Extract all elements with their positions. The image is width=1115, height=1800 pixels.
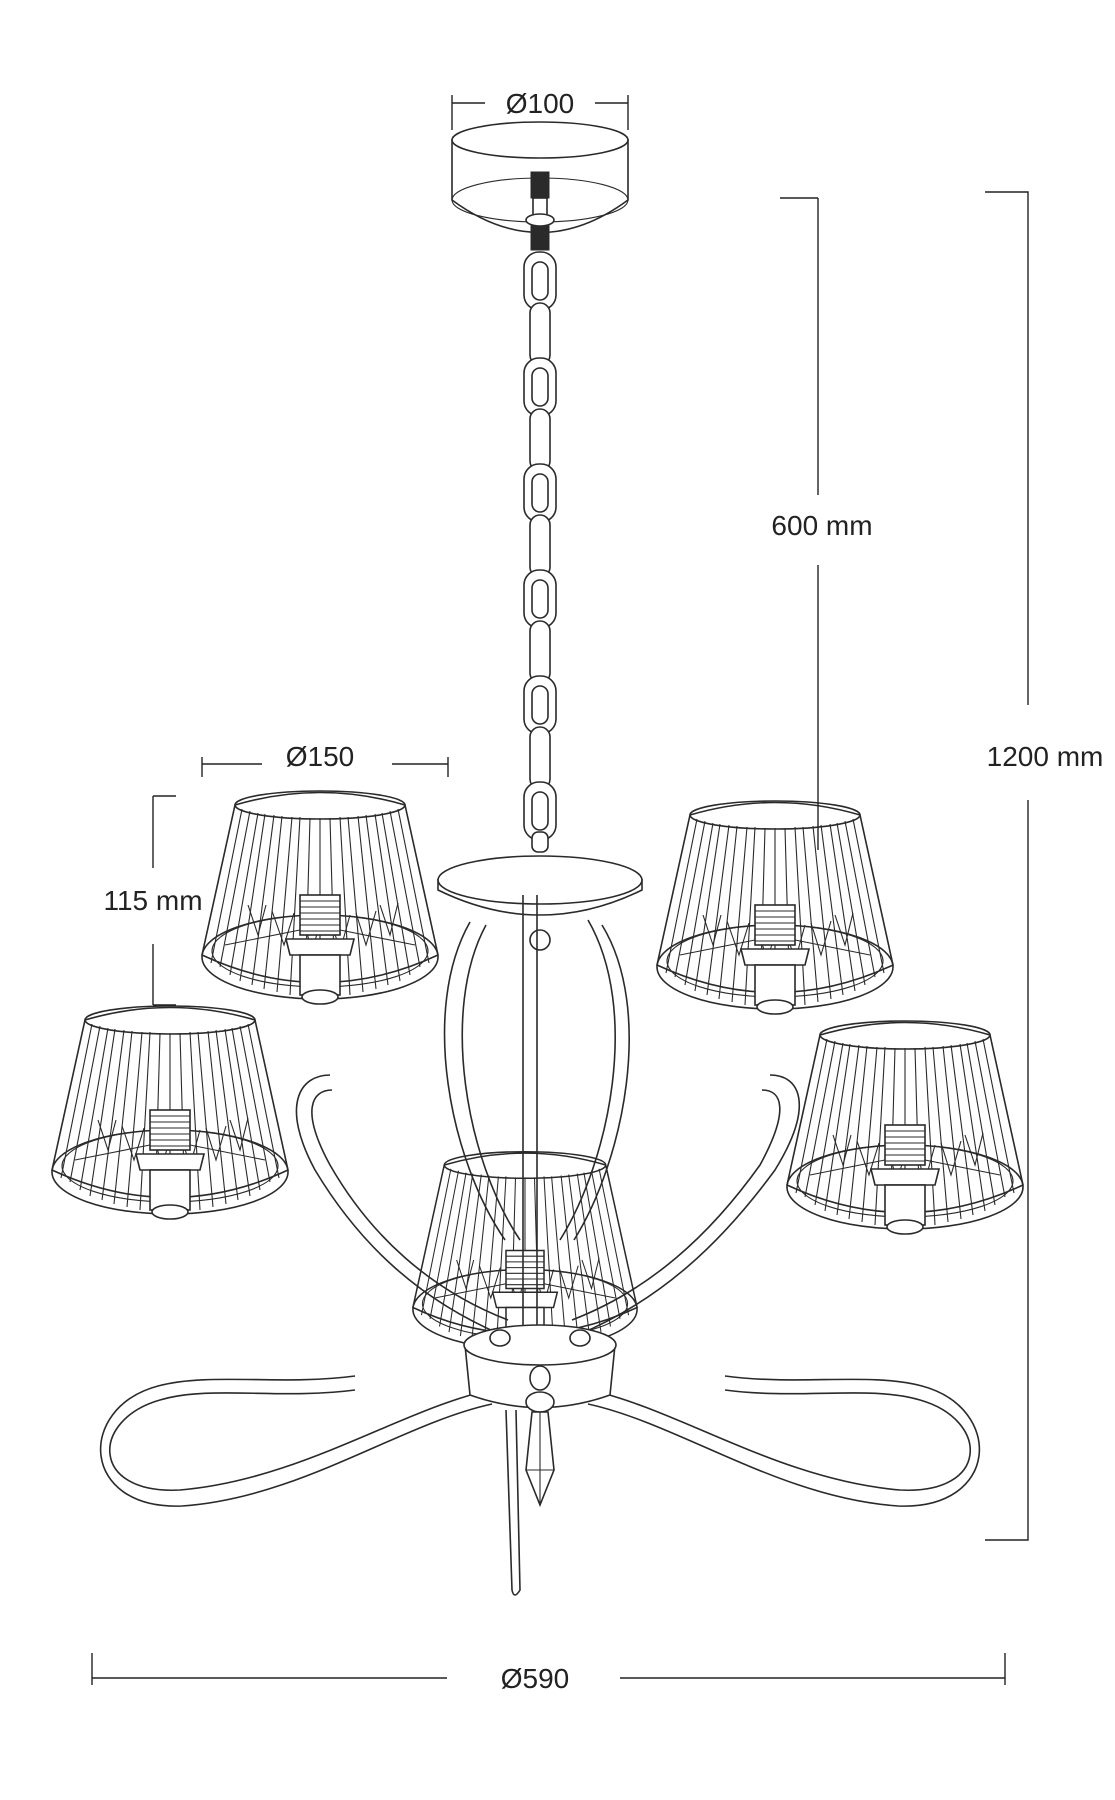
dim-shade-height: 115 mm	[103, 795, 203, 1006]
chain	[523, 251, 557, 853]
top-plate	[437, 855, 643, 951]
bottom-body	[463, 1324, 617, 1596]
dim-total-height: 1200 mm	[985, 191, 1104, 1541]
dim-overall-diameter: Ø590	[91, 1653, 1006, 1694]
arms	[99, 895, 981, 1507]
shade-back-right	[656, 800, 894, 1015]
dim-total-height-label: 1200 mm	[987, 741, 1104, 772]
dim-overall-diameter-label: Ø590	[501, 1663, 570, 1694]
shade-front-left	[51, 1005, 289, 1220]
dim-canopy: Ø100	[451, 88, 629, 130]
dim-chain: 600 mm	[771, 197, 873, 850]
dim-shade-height-label: 115 mm	[103, 885, 202, 916]
canopy	[451, 121, 629, 251]
dim-shade-diameter: Ø150	[201, 741, 449, 777]
dim-canopy-label: Ø100	[506, 88, 575, 119]
shade-back-left	[201, 790, 439, 1005]
dim-chain-label: 600 mm	[771, 510, 872, 541]
shade-front-right	[786, 1020, 1024, 1235]
dim-shade-diameter-label: Ø150	[286, 741, 355, 772]
